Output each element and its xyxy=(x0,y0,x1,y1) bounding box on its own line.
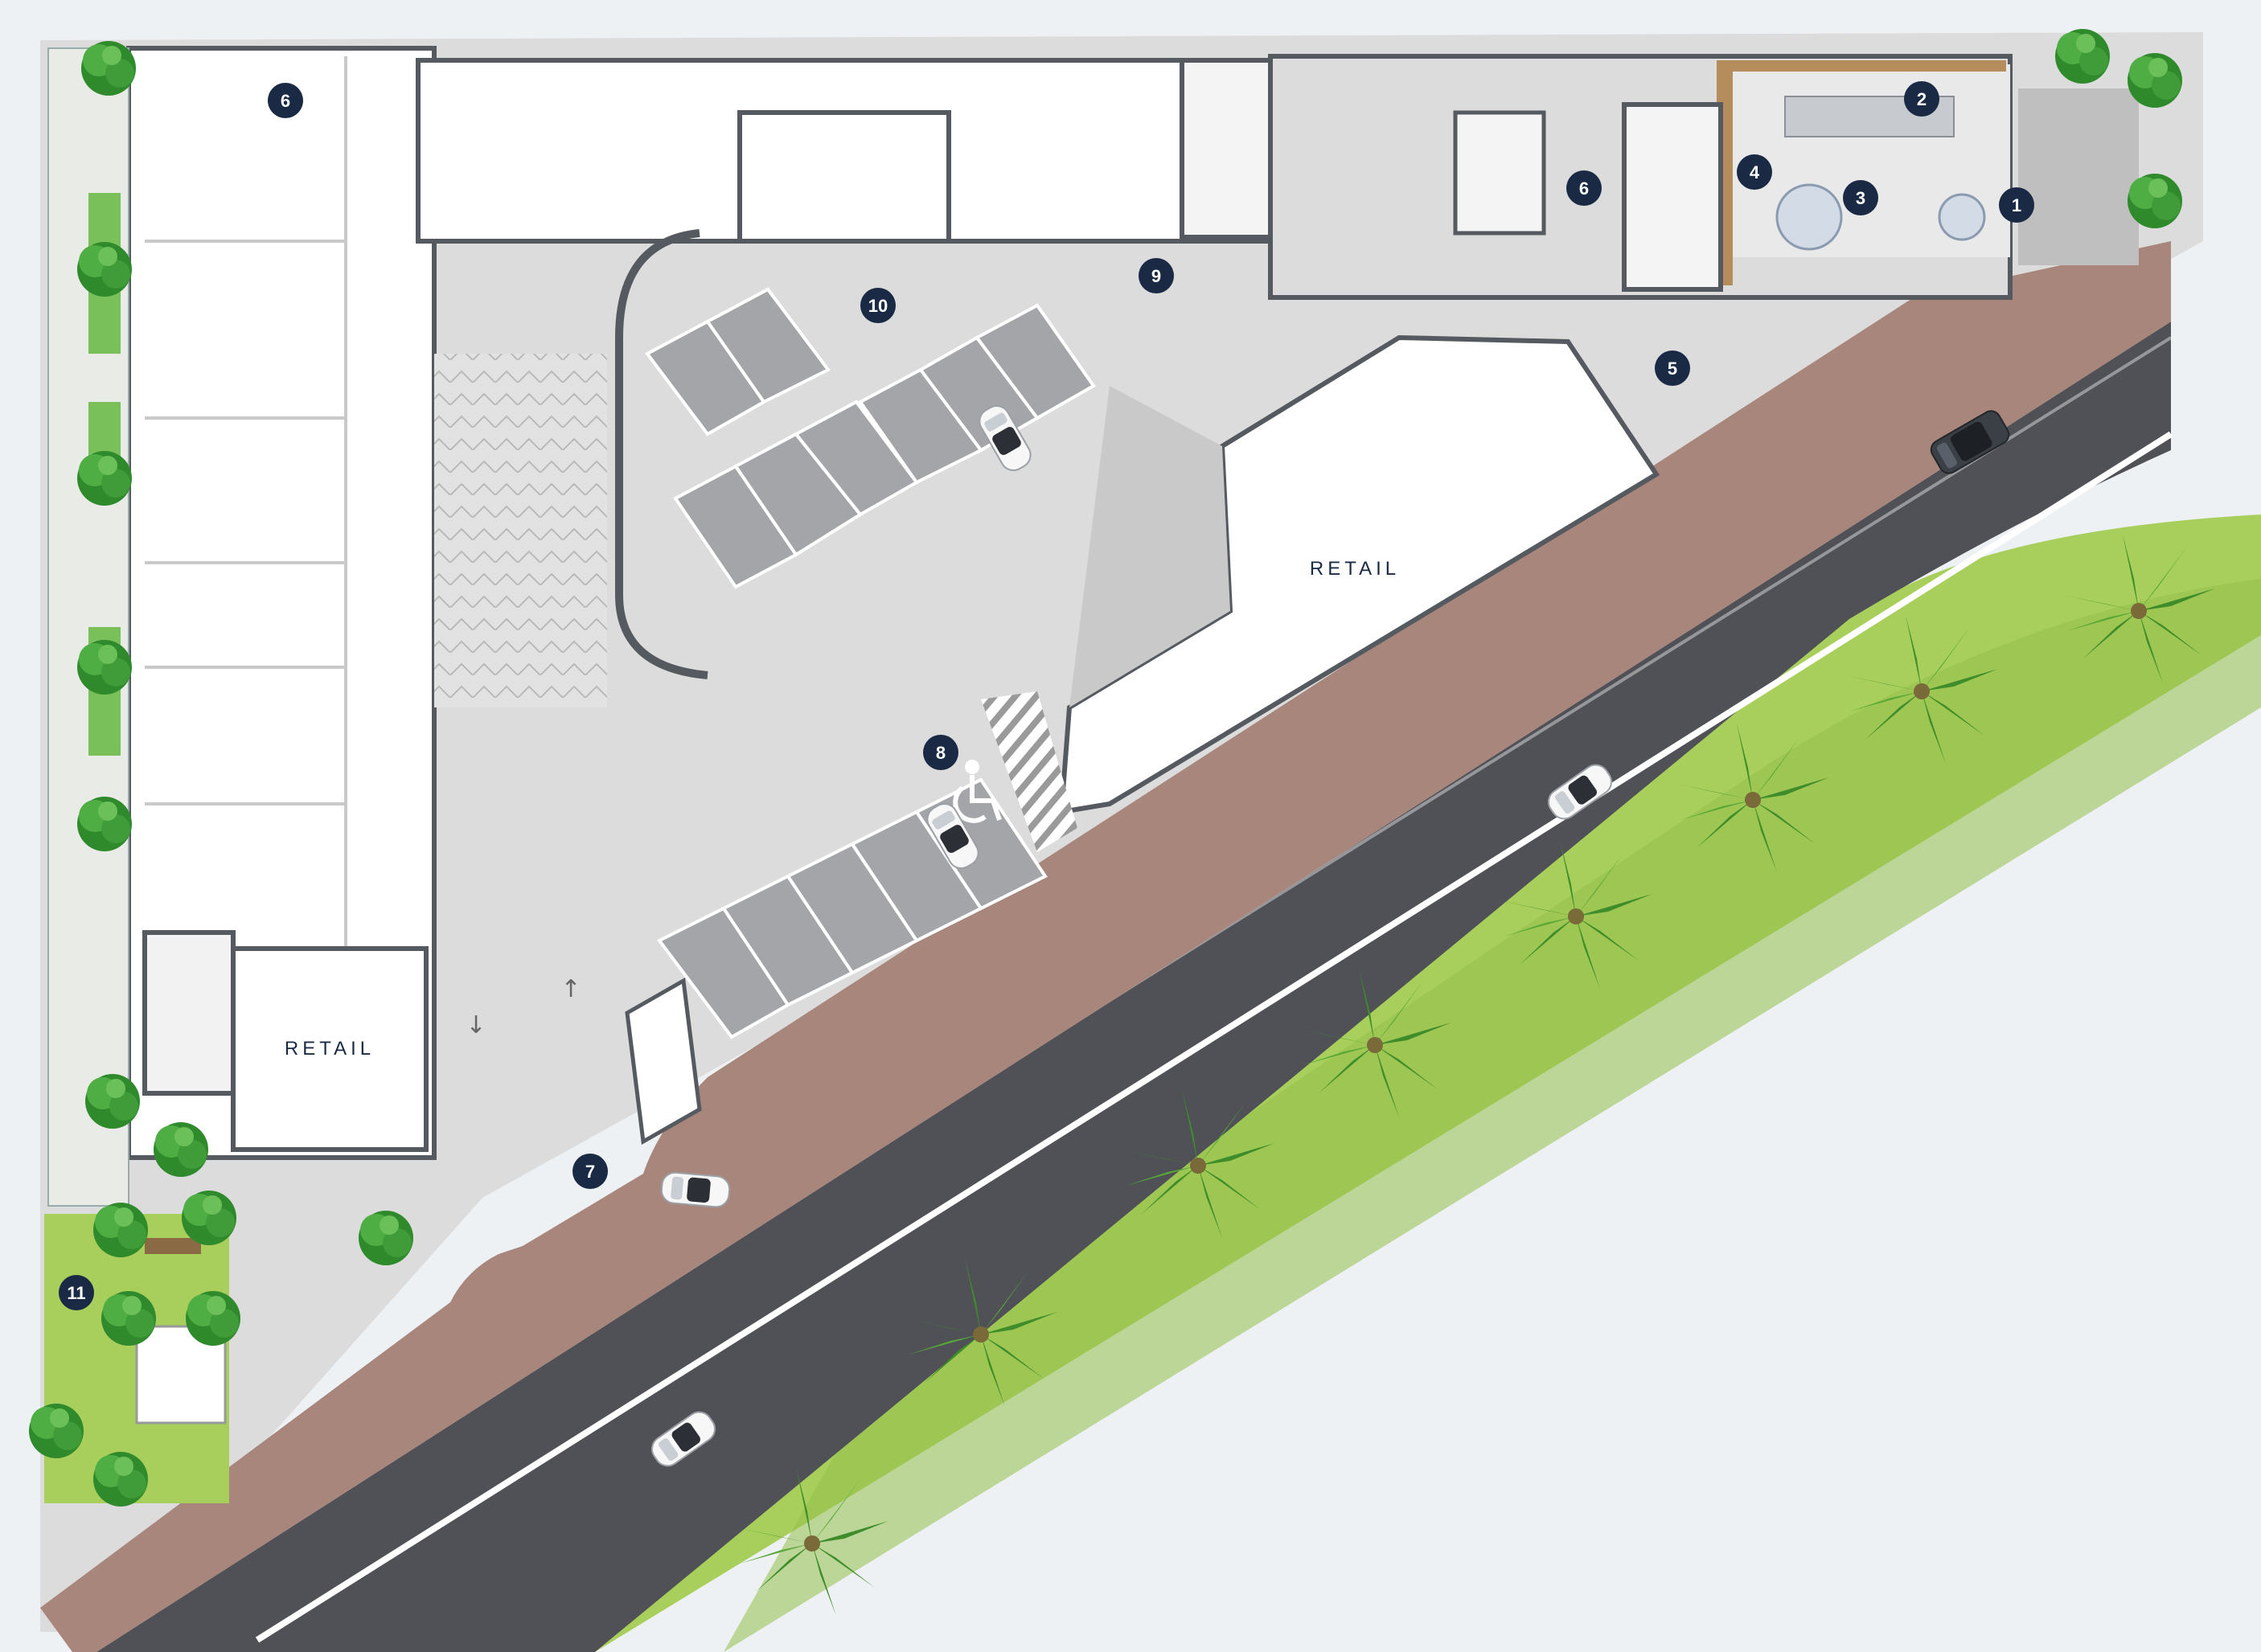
central-stair xyxy=(1180,58,1273,240)
hatched-zone xyxy=(434,354,607,707)
marker-circle xyxy=(923,735,958,770)
parking-lower xyxy=(656,777,1048,1039)
retail-small-label: RETAIL xyxy=(285,1038,375,1060)
lounge-wood-edge xyxy=(1717,60,2006,72)
stair-core-right xyxy=(1622,102,1723,292)
marker-number: 4 xyxy=(1750,162,1760,182)
marker-8[interactable]: 8 xyxy=(923,735,958,770)
accessible-parking-icon xyxy=(953,760,1002,823)
marker-circle xyxy=(1655,350,1690,386)
marker-number: 2 xyxy=(1917,89,1927,109)
marker-number: 1 xyxy=(2012,195,2021,215)
marker-number: 10 xyxy=(868,296,888,316)
marker-4[interactable]: 4 xyxy=(1737,154,1772,190)
marker-number: 8 xyxy=(936,743,946,763)
map-markers: 1 2 3 4 5 6 6 7 8 9 10 11 xyxy=(59,81,2034,1310)
marker-number: 5 xyxy=(1668,359,1677,379)
marker-number: 3 xyxy=(1856,188,1865,208)
marker-number: 6 xyxy=(1579,178,1589,199)
entry-plaza xyxy=(2018,88,2139,265)
retail-main-building xyxy=(1058,334,1660,815)
marker-5[interactable]: 5 xyxy=(1655,350,1690,386)
lounge-table xyxy=(1938,193,1986,241)
central-building-core xyxy=(737,110,951,244)
marker-circle xyxy=(1843,180,1878,215)
marker-number: 9 xyxy=(1151,266,1161,286)
marker-circle xyxy=(1139,258,1174,293)
marker-1[interactable]: 1 xyxy=(1999,187,2034,223)
sidewalk xyxy=(40,241,2171,1652)
lounge-table xyxy=(1775,183,1843,251)
marker-6b[interactable]: 6 xyxy=(1566,170,1602,206)
lift xyxy=(1453,110,1546,236)
marker-circle xyxy=(268,83,303,118)
marker-7[interactable]: 7 xyxy=(572,1154,608,1189)
garden-bench xyxy=(145,1238,201,1254)
marker-10[interactable]: 10 xyxy=(860,288,896,323)
marker-9[interactable]: 9 xyxy=(1139,258,1174,293)
lower-annex xyxy=(625,977,702,1146)
marker-circle xyxy=(860,288,896,323)
marker-11[interactable]: 11 xyxy=(59,1275,94,1310)
left-stair-core xyxy=(142,930,236,1096)
arrow-down: ↓ xyxy=(466,1011,486,1039)
marker-circle xyxy=(572,1154,608,1189)
road-edge-line xyxy=(255,431,2173,1643)
parking-island-curb xyxy=(615,229,708,679)
marker-number: 6 xyxy=(281,91,290,111)
marker-circle xyxy=(1904,81,1939,117)
marker-number: 7 xyxy=(585,1162,595,1182)
accessible-aisle xyxy=(981,691,1077,852)
arrow-up: ↑ xyxy=(560,975,581,1003)
green-verge-texture xyxy=(724,579,2261,1652)
marker-circle xyxy=(1737,154,1772,190)
marker-3[interactable]: 3 xyxy=(1843,180,1878,215)
garden-pavilion xyxy=(135,1325,227,1424)
ramp xyxy=(1069,386,1230,707)
marker-6a[interactable]: 6 xyxy=(268,83,303,118)
marker-2[interactable]: 2 xyxy=(1904,81,1939,117)
marker-number: 11 xyxy=(67,1283,85,1303)
marker-circle xyxy=(59,1275,94,1310)
retail-main-label: RETAIL xyxy=(1310,558,1400,580)
marker-circle xyxy=(1566,170,1602,206)
marker-circle xyxy=(1999,187,2034,223)
